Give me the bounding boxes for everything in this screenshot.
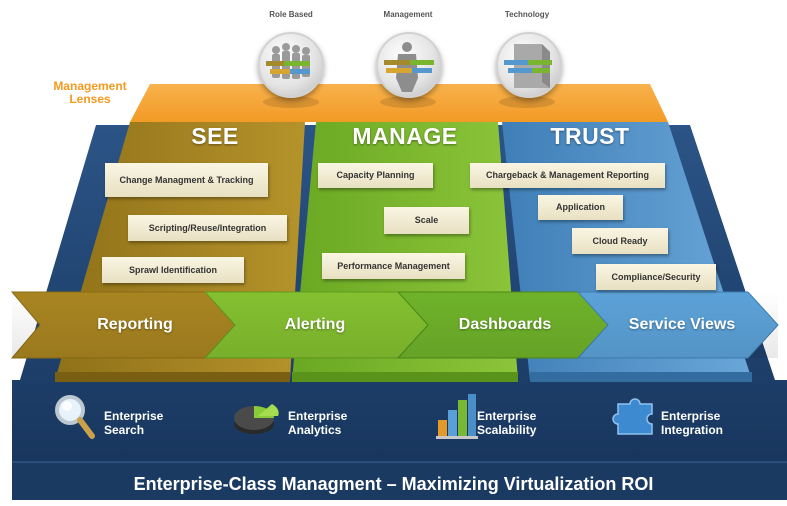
feature-scalability-line1: Enterprise <box>477 409 537 423</box>
trust-title: TRUST <box>550 123 630 149</box>
magnifier-icon <box>52 392 96 445</box>
puzzle-icon <box>612 394 658 443</box>
card-scale: Scale <box>384 207 469 234</box>
feature-integration-line1: Enterprise <box>661 409 721 423</box>
lens-label-management: Management <box>383 10 433 19</box>
arrow-label-alerting: Alerting <box>284 316 346 333</box>
card-application: Application <box>538 195 623 220</box>
arrow-label-dashboards: Dashboards <box>458 316 552 333</box>
card-cloud-ready: Cloud Ready <box>572 228 668 254</box>
card-compliance: Compliance/Security <box>596 264 716 290</box>
feature-integration-line2: Integration <box>661 423 723 437</box>
card-performance: Performance Management <box>322 253 465 279</box>
card-chargeback: Chargeback & Management Reporting <box>470 163 665 188</box>
manager-icon <box>376 32 442 98</box>
bar-chart-icon <box>434 390 478 445</box>
card-change-management: Change Managment & Tracking <box>105 163 268 197</box>
feature-analytics-line1: Enterprise <box>288 409 348 423</box>
management-lenses-label: Management Lenses <box>53 79 127 106</box>
feature-scalability-line2: Scalability <box>477 423 537 437</box>
lens-label-technology: Technology <box>504 10 550 19</box>
feature-search-line1: Enterprise <box>104 409 164 423</box>
feature-analytics-label: Enterprise Analytics <box>288 409 347 437</box>
footer-bar <box>12 462 787 500</box>
see-title: SEE <box>191 123 239 149</box>
feature-integration-label: Enterprise Integration <box>661 409 723 437</box>
card-sprawl: Sprawl Identification <box>102 257 244 283</box>
feature-search-label: Enterprise Search <box>104 409 163 437</box>
footer-title: Enterprise-Class Managment – Maximizing … <box>133 474 654 494</box>
lens-label-role-based: Role Based <box>269 10 313 19</box>
manage-title: MANAGE <box>352 123 458 149</box>
people-group-icon <box>258 32 324 98</box>
feature-analytics-line2: Analytics <box>288 423 342 437</box>
pie-chart-icon <box>232 396 280 445</box>
card-capacity-planning: Capacity Planning <box>318 163 433 188</box>
feature-search-line2: Search <box>104 423 145 437</box>
card-scripting: Scripting/Reuse/Integration <box>128 215 287 241</box>
arrow-label-reporting: Reporting <box>97 316 173 333</box>
feature-scalability-label: Enterprise Scalability <box>477 409 536 437</box>
server-icon <box>496 32 562 98</box>
arrow-label-service-views: Service Views <box>628 316 736 333</box>
